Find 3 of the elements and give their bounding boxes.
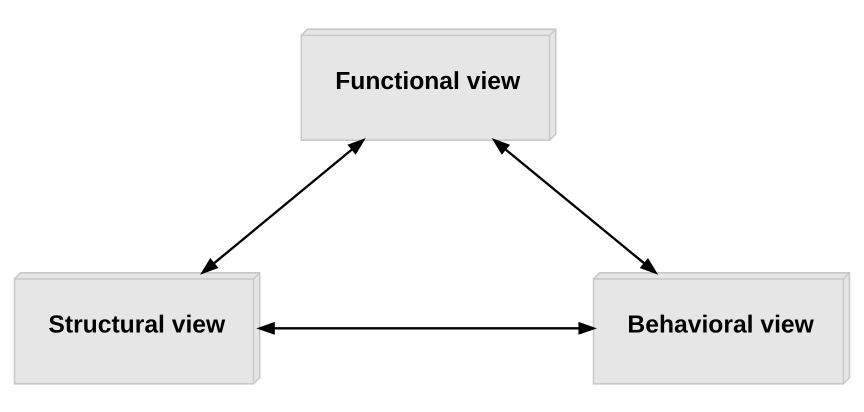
arrow xyxy=(492,137,658,274)
arrow xyxy=(200,137,366,274)
arrow xyxy=(256,321,597,334)
